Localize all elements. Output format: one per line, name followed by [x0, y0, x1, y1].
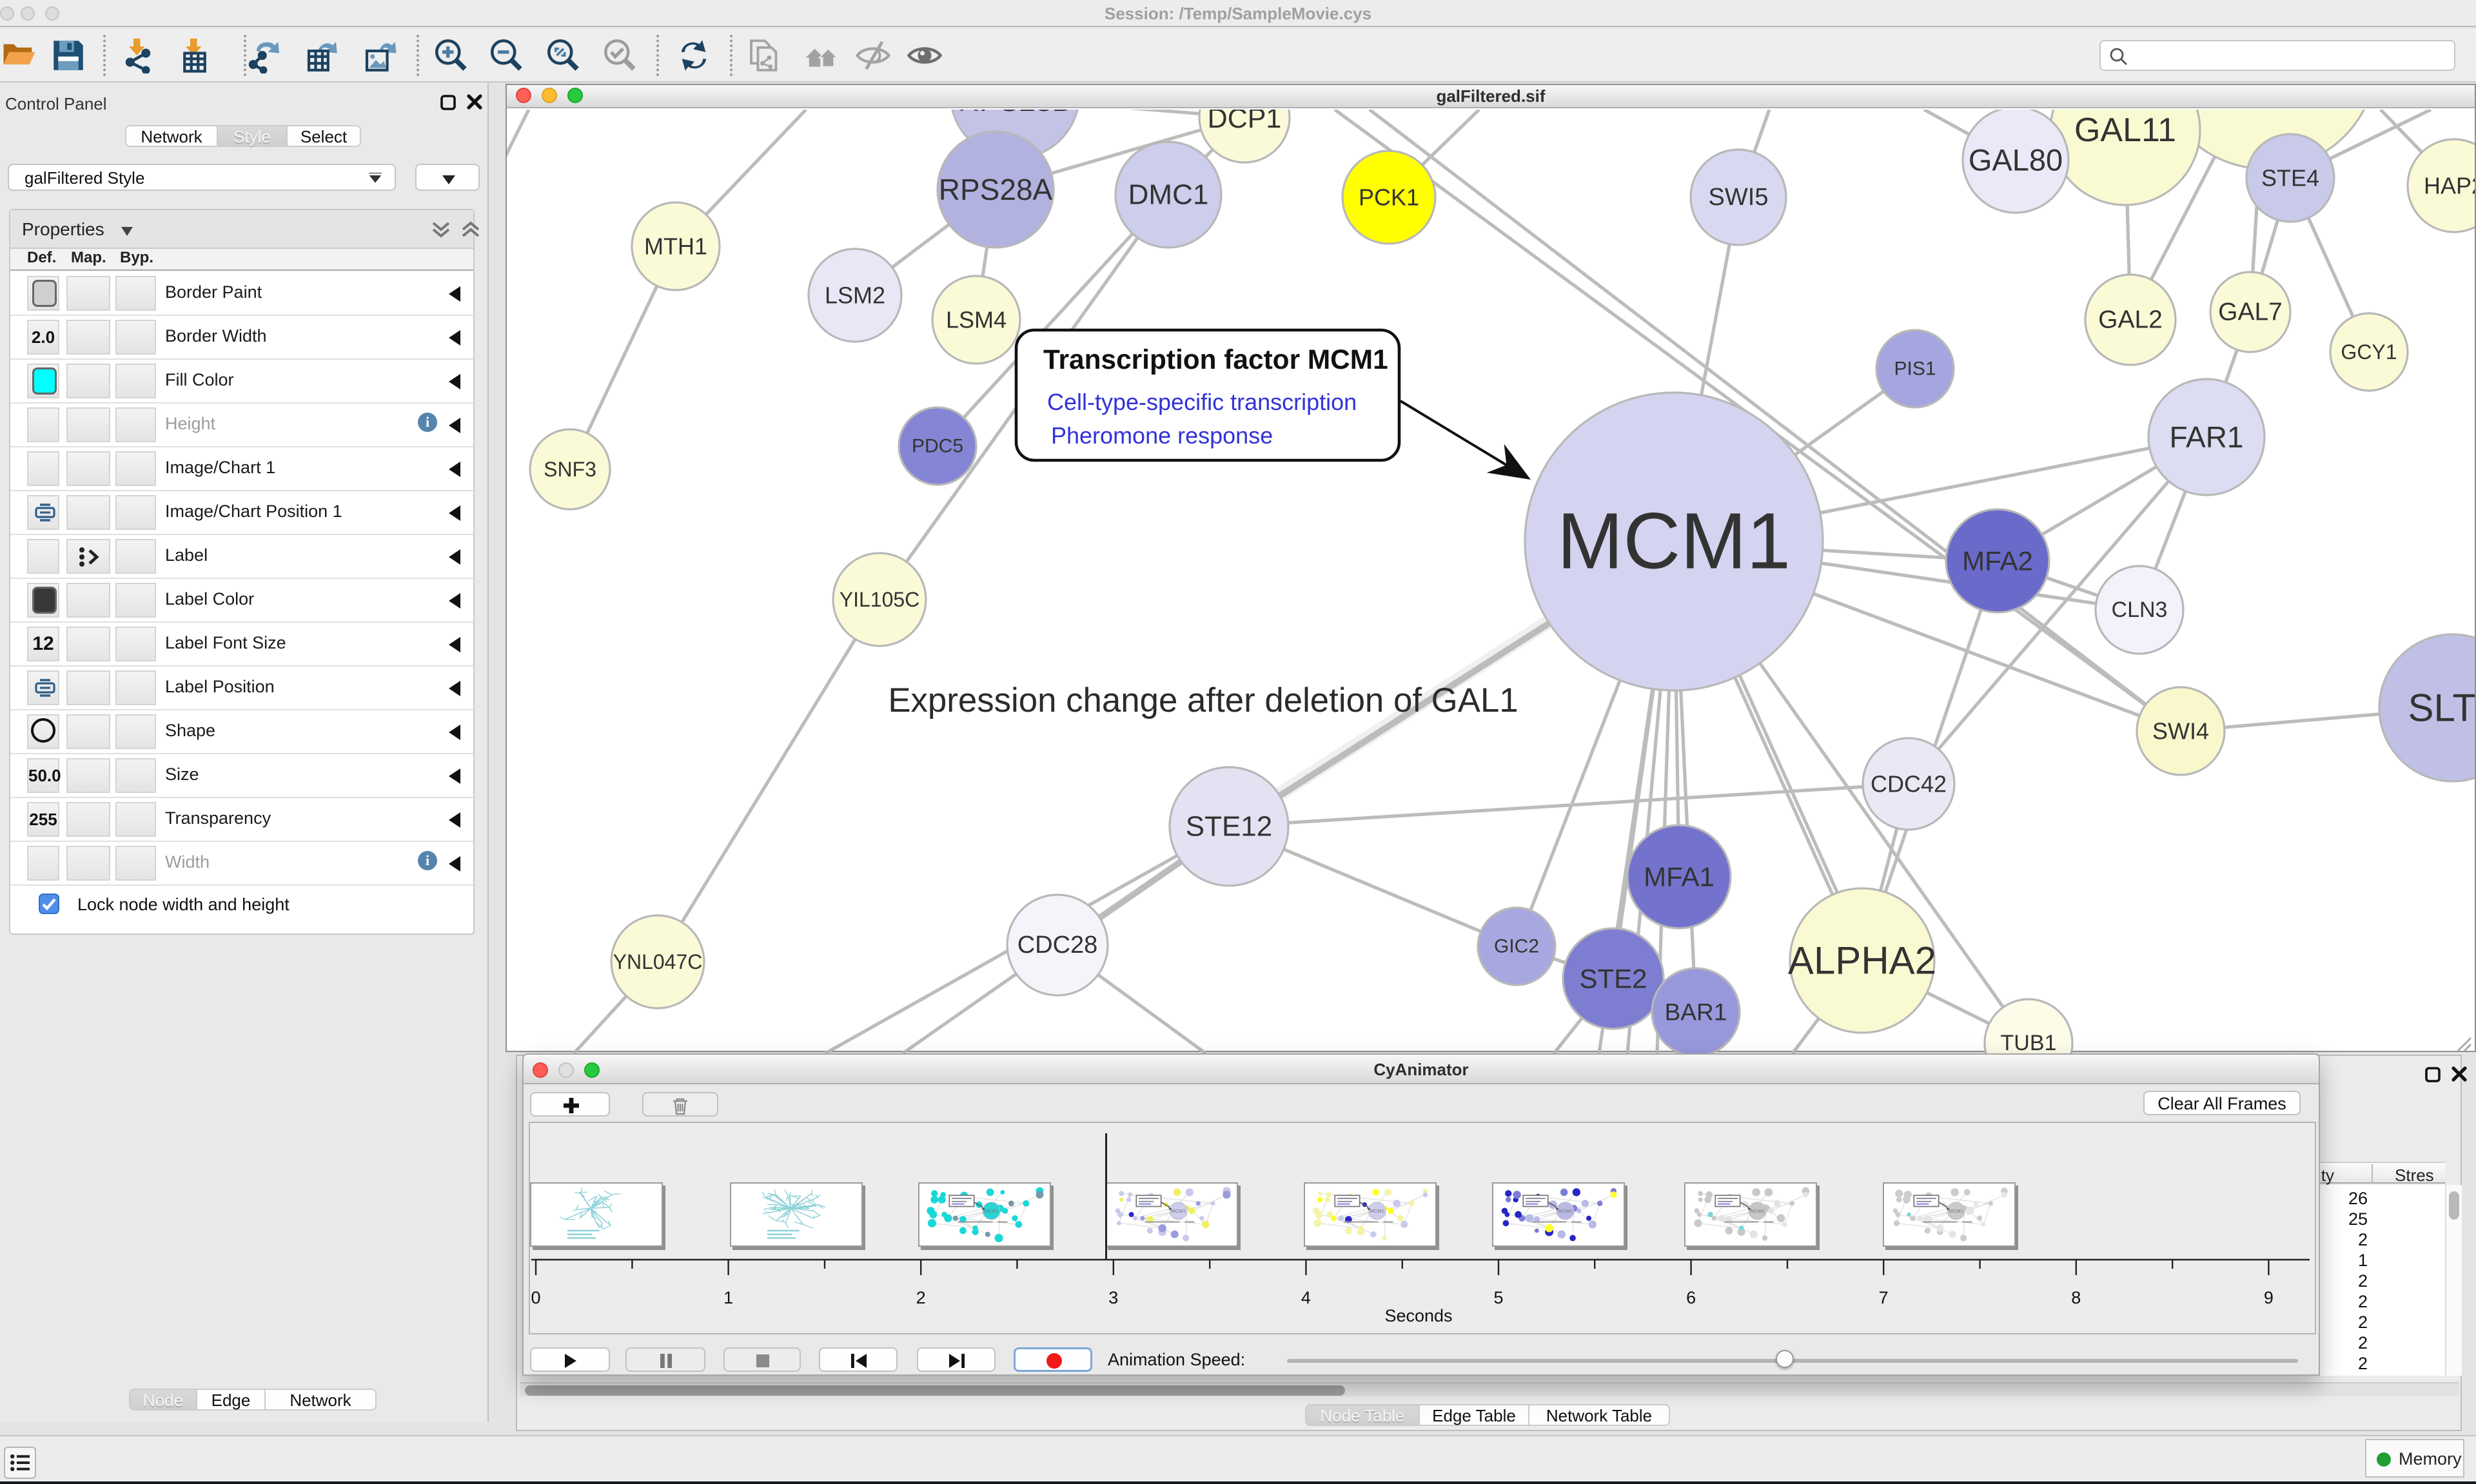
svg-text:ALPHA2: ALPHA2: [1788, 939, 1936, 982]
svg-text:BAR1: BAR1: [1665, 999, 1727, 1026]
svg-text:MFA1: MFA1: [1644, 862, 1715, 892]
svg-text:MCM1: MCM1: [1750, 1208, 1765, 1214]
svg-text:YIL105C: YIL105C: [840, 588, 920, 611]
svg-text:MCM1: MCM1: [1558, 1208, 1573, 1214]
svg-text:STE12: STE12: [1186, 811, 1273, 843]
svg-text:SWI5: SWI5: [1709, 184, 1769, 211]
svg-text:LSM2: LSM2: [825, 282, 885, 309]
svg-text:GCY1: GCY1: [2341, 340, 2397, 364]
svg-text:GAL2: GAL2: [2098, 306, 2163, 334]
svg-text:RPS28B: RPS28B: [958, 110, 1072, 117]
svg-text:STE4: STE4: [2261, 165, 2319, 191]
svg-text:MCM1: MCM1: [1949, 1208, 1963, 1214]
svg-text:3: 3: [1108, 1288, 1118, 1307]
svg-text:PDC5: PDC5: [912, 436, 963, 457]
svg-text:5: 5: [1493, 1288, 1503, 1307]
svg-text:GAL7: GAL7: [2218, 298, 2283, 326]
svg-text:SWI4: SWI4: [2152, 718, 2209, 745]
svg-text:CDC28: CDC28: [1017, 932, 1098, 959]
svg-text:TUB1: TUB1: [2001, 1031, 2057, 1053]
svg-text:MTH1: MTH1: [644, 233, 707, 260]
svg-text:PCK1: PCK1: [1359, 184, 1419, 211]
svg-text:MFA2: MFA2: [1962, 546, 2033, 576]
svg-text:MCM1: MCM1: [1557, 498, 1791, 586]
svg-text:YNL047C: YNL047C: [613, 950, 703, 973]
svg-text:DCP1: DCP1: [1208, 110, 1282, 134]
svg-text:0: 0: [531, 1288, 540, 1307]
svg-text:8: 8: [2071, 1288, 2081, 1307]
svg-text:9: 9: [2264, 1288, 2274, 1307]
svg-text:Cell-type-specific transcripti: Cell-type-specific transcription: [1047, 389, 1357, 415]
svg-text:1: 1: [723, 1288, 733, 1307]
svg-text:PIS1: PIS1: [1894, 358, 1936, 380]
svg-text:CDC42: CDC42: [1871, 771, 1947, 797]
svg-text:7: 7: [1879, 1288, 1889, 1307]
svg-text:Seconds: Seconds: [1384, 1306, 1452, 1325]
svg-text:2: 2: [916, 1288, 926, 1307]
svg-text:FAR1: FAR1: [2169, 420, 2243, 454]
svg-text:6: 6: [1686, 1288, 1696, 1307]
svg-text:MCM1: MCM1: [1370, 1208, 1384, 1214]
svg-text:4: 4: [1301, 1288, 1311, 1307]
svg-text:Expression change after deleti: Expression change after deletion of GAL1: [888, 681, 1518, 719]
svg-text:DMC1: DMC1: [1128, 179, 1209, 211]
svg-text:RPS28A: RPS28A: [939, 173, 1053, 206]
svg-text:SNF3: SNF3: [544, 458, 596, 481]
svg-text:STE2: STE2: [1579, 964, 1647, 994]
svg-text:Pheromone response: Pheromone response: [1051, 422, 1273, 449]
svg-text:HAP2: HAP2: [2424, 173, 2475, 199]
svg-text:CLN3: CLN3: [2112, 598, 2168, 622]
svg-text:GAL11: GAL11: [2074, 112, 2176, 149]
svg-text:LSM4: LSM4: [946, 307, 1007, 333]
svg-text:MCM1: MCM1: [1171, 1208, 1186, 1214]
svg-text:GAL80: GAL80: [1969, 143, 2063, 177]
svg-text:MCM1: MCM1: [984, 1208, 999, 1214]
svg-text:Transcription factor MCM1: Transcription factor MCM1: [1043, 344, 1388, 375]
svg-text:GIC2: GIC2: [1494, 936, 1539, 957]
svg-text:SLT2: SLT2: [2408, 687, 2475, 730]
